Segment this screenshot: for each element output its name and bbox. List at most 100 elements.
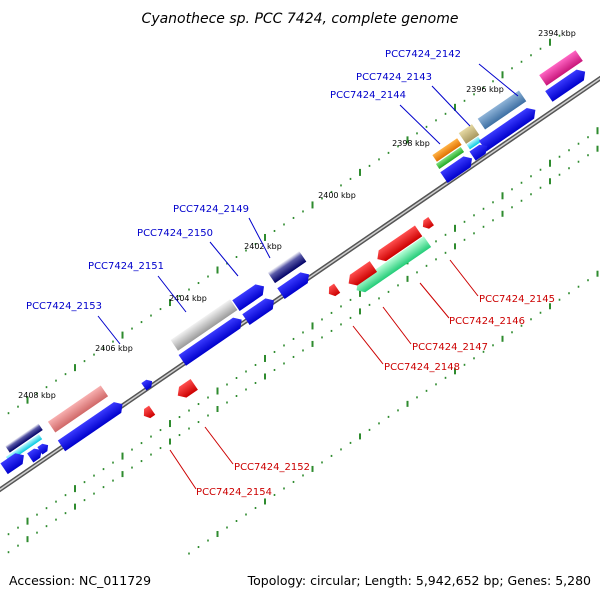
gene-label-pcc7424_2145: PCC7424_2145 xyxy=(479,294,555,305)
forward-arrow xyxy=(545,69,586,102)
forward-arrow-body xyxy=(440,156,473,183)
reverse-arrow-body xyxy=(177,378,198,398)
forward-arrow-body xyxy=(37,443,49,455)
leader-line xyxy=(204,426,234,465)
leader-line xyxy=(248,217,271,259)
reverse-arrow xyxy=(143,405,156,419)
feature-2144a xyxy=(458,124,480,144)
forward-arrow xyxy=(232,284,265,311)
leader-line xyxy=(478,63,519,97)
reverse-arrow xyxy=(377,225,423,262)
feature-2143 xyxy=(477,90,527,130)
reverse-arrow-body xyxy=(377,225,423,262)
feature-2150 xyxy=(170,299,238,351)
gene-label-pcc7424_2154: PCC7424_2154 xyxy=(196,487,272,498)
genome-title: Cyanothece sp. PCC 7424, complete genome xyxy=(142,11,459,27)
tick-label: 2404 kbp xyxy=(169,294,207,303)
gene-labels: PCC7424_2142PCC7424_2143PCC7424_2144PCC7… xyxy=(26,49,555,498)
forward-arrow xyxy=(141,379,153,391)
gene-label-pcc7424_2148: PCC7424_2148 xyxy=(384,362,460,373)
forward-arrow-body xyxy=(57,402,123,452)
gene-label-pcc7424_2144: PCC7424_2144 xyxy=(330,90,406,101)
gene-label-pcc7424_2143: PCC7424_2143 xyxy=(356,72,432,83)
gene-label-pcc7424_2153: PCC7424_2153 xyxy=(26,301,102,312)
forward-arrow xyxy=(0,453,24,475)
forward-arrow xyxy=(478,107,536,152)
genome-summary-text: Topology: circular; Length: 5,942,652 bp… xyxy=(247,573,591,588)
gene-label-pcc7424_2151: PCC7424_2151 xyxy=(88,261,164,272)
reverse-arrow-body xyxy=(328,283,341,297)
leader-line xyxy=(209,241,239,277)
gene-features xyxy=(0,50,586,475)
forward-arrow-body xyxy=(242,298,275,325)
reverse-arrow-body xyxy=(348,261,378,286)
reverse-arrow xyxy=(348,261,378,286)
forward-arrow xyxy=(57,402,123,452)
gene-label-pcc7424_2149: PCC7424_2149 xyxy=(173,204,249,215)
feature-2155a-body xyxy=(5,423,43,453)
leader-line xyxy=(352,325,384,365)
reverse-arrow-body xyxy=(143,405,156,419)
tick-label: 2402 kbp xyxy=(244,242,282,251)
tick-label: 2396 kbp xyxy=(466,85,504,94)
forward-arrow-body xyxy=(277,272,310,299)
feature-2149 xyxy=(267,250,307,284)
feature-2144b xyxy=(432,138,462,162)
tick-label: 2400 kbp xyxy=(318,191,356,200)
accession-text: Accession: NC_011729 xyxy=(9,573,151,588)
leader-line xyxy=(449,259,479,297)
feature-2144b-body xyxy=(432,138,462,162)
tick-tracks xyxy=(7,34,599,555)
feature-2142-body xyxy=(539,50,583,86)
feature-2149-body xyxy=(267,250,307,284)
leader-line xyxy=(399,104,441,145)
reverse-arrow-body xyxy=(356,236,432,293)
forward-arrow-body xyxy=(545,69,586,102)
gene-label-pcc7424_2142: PCC7424_2142 xyxy=(385,49,461,60)
feature-2155a xyxy=(5,423,43,453)
forward-arrow xyxy=(469,144,488,161)
tick-label: 2408 kbp xyxy=(18,391,56,400)
feature-2150-body xyxy=(170,299,238,351)
forward-arrow xyxy=(27,448,42,463)
reverse-arrow xyxy=(356,236,432,293)
reverse-arrow xyxy=(177,378,198,398)
forward-arrow xyxy=(37,443,49,455)
feature-2142 xyxy=(539,50,583,86)
leader-line xyxy=(97,315,121,345)
reverse-arrow xyxy=(422,217,434,229)
feature-2144a-body xyxy=(458,124,480,144)
reverse-arrow-body xyxy=(422,217,434,229)
forward-arrow-body xyxy=(0,453,24,475)
feature-2144d xyxy=(466,136,482,150)
feature-2144d-body xyxy=(466,136,482,150)
forward-arrow xyxy=(242,298,275,325)
forward-arrow xyxy=(277,272,310,299)
forward-arrow-body xyxy=(478,107,536,152)
leader-line xyxy=(419,282,450,319)
feature-2144c-body xyxy=(435,147,465,169)
gene-label-pcc7424_2146: PCC7424_2146 xyxy=(449,316,525,327)
tick-label: 2406 kbp xyxy=(95,344,133,353)
forward-arrow xyxy=(440,156,473,183)
forward-arrow-body xyxy=(178,317,242,366)
forward-arrow-body xyxy=(232,284,265,311)
reverse-arrow xyxy=(328,283,341,297)
tick-label: 2398 kbp xyxy=(392,139,430,148)
forward-arrow xyxy=(178,317,242,366)
feature-2143-body xyxy=(477,90,527,130)
leader-line xyxy=(157,275,187,313)
label-leaders xyxy=(97,63,519,490)
feature-2153 xyxy=(47,385,109,433)
gene-label-pcc7424_2147: PCC7424_2147 xyxy=(412,342,488,353)
leader-line xyxy=(382,306,412,345)
gene-label-pcc7424_2150: PCC7424_2150 xyxy=(137,228,213,239)
leader-line xyxy=(431,85,471,127)
forward-arrow-body xyxy=(469,144,488,161)
gene-label-pcc7424_2152: PCC7424_2152 xyxy=(234,462,310,473)
feature-2153-body xyxy=(47,385,109,433)
forward-arrow-body xyxy=(27,448,42,463)
feature-2144c xyxy=(435,147,465,169)
